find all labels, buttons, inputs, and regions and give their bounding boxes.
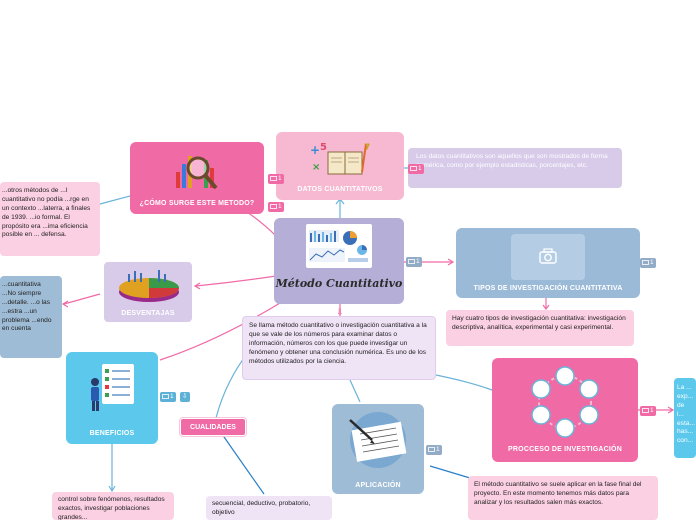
link-icon: ⇩ <box>182 393 188 400</box>
comment-icon <box>428 447 435 452</box>
svg-text:7: 7 <box>364 143 370 153</box>
pie-3d-icon <box>119 270 179 302</box>
beneficios-title: BENEFICIOS <box>89 430 135 437</box>
datos-note[interactable]: Los datos cuantitativos son aquellos que… <box>408 148 622 188</box>
surge-comment-badge[interactable]: 1 <box>268 202 284 212</box>
aplicacion-image <box>342 410 414 470</box>
central-node[interactable]: Método Cuantitativo <box>274 218 404 304</box>
tipos-note[interactable]: Hay cuatro tipos de investigación cuanti… <box>446 310 634 346</box>
chart-collage-icon <box>309 230 368 262</box>
math-book-icon: + 5 × 7 <box>310 142 370 175</box>
beneficios-note-text: control sobre fenómenos, resultados exac… <box>58 496 165 520</box>
svg-text:+: + <box>310 143 320 157</box>
datos-note-text: Los datos cuantitativos son aquellos que… <box>416 153 608 169</box>
tipos-image-placeholder <box>511 234 585 280</box>
beneficios-link-badge[interactable]: ⇩ <box>180 392 190 402</box>
arrow-proceso-note <box>667 406 675 414</box>
connector-definition-aplicacion <box>349 379 361 403</box>
beneficios-image <box>86 360 138 416</box>
cualidades-note-text: secuencial, deductivo, probatorio, objet… <box>212 500 311 516</box>
comment-icon <box>270 204 277 209</box>
proceso-note[interactable]: La ... exp... de l... esta... has... con… <box>674 378 696 458</box>
surge-note[interactable]: ...otros métodos de ...l cuantitativo no… <box>0 182 100 256</box>
tipos-node[interactable]: TIPOS DE INVESTIGACIÓN CUANTITATIVA <box>456 228 640 298</box>
arrow-beneficios-note <box>108 485 116 493</box>
checklist-person-icon <box>91 364 134 411</box>
magnifier-chart-icon <box>176 156 218 190</box>
svg-text:×: × <box>312 162 320 173</box>
datos-title: DATOS CUANTITATIVOS <box>297 186 383 193</box>
aplicacion-title: APLICACIÓN <box>355 482 401 489</box>
tipos-comment-badge[interactable]: 1 <box>640 258 656 268</box>
como-surge-node[interactable]: ¿CÓMO SURGE ESTE METODO? <box>130 142 264 214</box>
arrow-tipos-note <box>542 304 550 310</box>
cycle-diagram-icon <box>531 366 599 438</box>
aplicacion-comment-badge[interactable]: 1 <box>426 445 442 455</box>
comment-icon <box>410 166 417 171</box>
comment-icon <box>270 176 277 181</box>
beneficios-node[interactable]: BENEFICIOS <box>66 352 158 444</box>
comment-icon <box>642 260 649 265</box>
beneficios-note[interactable]: control sobre fenómenos, resultados exac… <box>52 492 174 520</box>
central-title: Método Cuantitativo <box>275 277 403 290</box>
cualidades-node[interactable]: CUALIDADES <box>180 418 246 436</box>
link-icon: ⇩ <box>336 307 344 317</box>
survey-form-icon <box>349 412 407 468</box>
connector-central-desventajas <box>195 275 277 287</box>
comment-icon <box>642 408 649 413</box>
surge-note-text: ...otros métodos de ...l cuantitativo no… <box>2 187 91 239</box>
cualidades-title: CUALIDADES <box>190 424 236 431</box>
aplicacion-node[interactable]: APLICACIÓN <box>332 404 424 494</box>
tipos-note-text: Hay cuatro tipos de investigación cuanti… <box>452 315 626 331</box>
surge-image <box>170 146 226 194</box>
proceso-note-text: La ... exp... de l... esta... has... con… <box>677 384 695 445</box>
definition-link-badge[interactable]: ⇩ <box>334 307 350 317</box>
datos-cuantitativos-node[interactable]: + 5 × 7 DATOS CUANTITATIVOS <box>276 132 404 200</box>
aplicacion-note-text: El método cuantitativo se suele aplicar … <box>474 481 642 506</box>
comment-icon <box>408 259 415 264</box>
proceso-comment-badge[interactable]: 1 <box>640 406 656 416</box>
connector-surge-note <box>99 195 131 205</box>
cualidades-note[interactable]: secuencial, deductivo, probatorio, objet… <box>206 496 332 520</box>
central-definition-text: Se llama método cuantitativo o investiga… <box>249 322 427 365</box>
camera-icon <box>539 248 557 264</box>
desventajas-node[interactable]: DESVENTAJAS <box>102 260 194 324</box>
arrow-tipos <box>447 258 455 266</box>
datos-comment-badge[interactable]: 1 <box>268 174 284 184</box>
desventajas-title: DESVENTAJAS <box>121 310 175 317</box>
desventajas-image <box>114 268 184 308</box>
proceso-node[interactable]: PROCCESO DE INVESTIGACIÓN <box>492 358 638 462</box>
aplicacion-note[interactable]: El método cuantitativo se suele aplicar … <box>468 476 658 520</box>
beneficios-comment-badge[interactable]: 1 <box>160 392 176 402</box>
datos-image: + 5 × 7 <box>306 138 376 182</box>
desventajas-note-text: ...cuantitativa ...No siempre ...detalle… <box>2 281 52 333</box>
connector-desventajas-note <box>63 293 101 305</box>
proceso-title: PROCCESO DE INVESTIGACIÓN <box>508 446 622 453</box>
proceso-image <box>520 362 610 442</box>
arrow-desventajas <box>193 282 201 290</box>
desventajas-note[interactable]: ...cuantitativa ...No siempre ...detalle… <box>0 276 62 358</box>
connector-aplicacion-note <box>429 465 471 479</box>
central-definition-note[interactable]: Se llama método cuantitativo o investiga… <box>242 316 436 380</box>
connector-cualidades-note <box>221 433 265 495</box>
tipos-title: TIPOS DE INVESTIGACIÓN CUANTITATIVA <box>473 285 623 292</box>
datos-note-comment-badge[interactable]: 1 <box>408 164 424 174</box>
arrow-desventajas-note <box>61 300 69 308</box>
surge-title: ¿CÓMO SURGE ESTE METODO? <box>139 200 255 207</box>
connector-definition-proceso <box>435 374 493 391</box>
svg-text:5: 5 <box>320 142 327 153</box>
central-chart-image <box>306 224 372 268</box>
tipos-left-badge[interactable]: 1 <box>406 257 422 267</box>
comment-icon <box>162 394 169 399</box>
